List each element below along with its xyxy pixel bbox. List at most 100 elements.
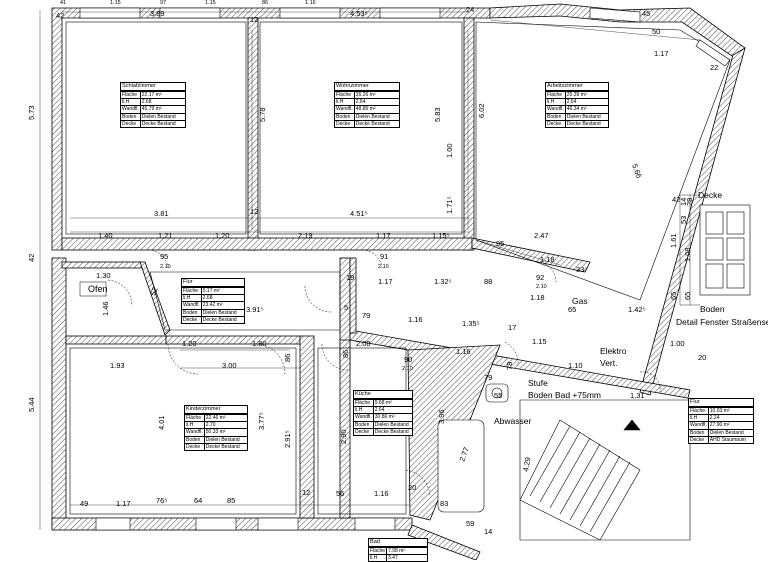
dim-76: 76⁵: [156, 496, 167, 505]
dim-193: 1.93: [110, 361, 125, 370]
row-val: 25.39 m²: [565, 90, 608, 99]
dim-49: 49: [80, 499, 88, 508]
row-key: Wandfl.: [121, 105, 141, 114]
row-key: Wandfl.: [689, 421, 709, 430]
dim-131: 1.31: [630, 391, 645, 400]
row-key: Fläche: [182, 286, 202, 295]
row-val: 2.70: [204, 421, 247, 429]
dim-602: 6.02: [477, 103, 486, 118]
row-val: 22.17 m²: [140, 90, 185, 99]
row-key: Decke: [689, 436, 709, 444]
dim-41: 41: [60, 0, 66, 6]
dim-389: 3.89: [150, 9, 165, 18]
row-val: 2.68: [140, 98, 185, 106]
dim-544: 5.44: [27, 397, 36, 412]
dim-115a: 1.15: [110, 0, 121, 6]
dim-116b: 1.16: [408, 315, 423, 324]
row-val: Dielen Bestand: [708, 428, 753, 437]
gas-label: Gas: [572, 296, 588, 306]
row-val: 45.79 m²: [140, 105, 185, 114]
row-val: Dielen Bestand: [140, 112, 185, 121]
row-key: Fläche: [121, 90, 141, 99]
dim-118b: 1.18: [530, 293, 545, 302]
dim-b116: 1.16: [374, 489, 389, 498]
plan-labels: Ofen Gas Elektro Vert. Stufe Boden Bad +…: [79, 190, 768, 426]
row-key: li.H: [354, 406, 374, 414]
dim-86b: 86: [341, 350, 350, 358]
dim-100b: 1.00: [670, 339, 685, 348]
dim-24: 24: [466, 5, 474, 14]
dim-300: 3.00: [222, 361, 237, 370]
dim-115d: 1.15: [532, 337, 547, 346]
dim-w42: 42: [672, 195, 680, 204]
row-val: Dielen Bestand: [204, 435, 247, 444]
row-key: li.H: [185, 421, 205, 429]
dim-208: 2.08: [356, 339, 371, 348]
dim-146: 1.46: [101, 301, 110, 316]
room-name: Flur: [182, 279, 244, 287]
dim-12b: 12: [250, 207, 258, 216]
row-key: Wandfl.: [185, 428, 205, 437]
stufe-label: Stufe: [528, 378, 548, 388]
elektro-label: Elektro: [600, 346, 627, 356]
dim-210b: 2.10: [378, 264, 389, 270]
dim-140: 1.40: [98, 231, 113, 240]
staircase: [519, 419, 641, 541]
dim-219: 2.19: [298, 231, 313, 240]
room-name: Flur: [689, 399, 753, 407]
dim-117: 1.17: [654, 49, 669, 58]
dim-w161: 1.61: [669, 233, 678, 248]
row-key: li.H: [546, 98, 566, 106]
dim-377: 3.77⁵: [257, 412, 266, 430]
row-key: li.H: [182, 294, 202, 302]
row-val: Decke Bestand: [201, 316, 244, 324]
row-val: 2.64: [354, 98, 399, 106]
row-key: Decke: [185, 443, 205, 451]
detail-caption: Detail Fenster Straßenseite: [676, 317, 768, 327]
windows: [79, 7, 731, 531]
row-key: li.H: [121, 98, 141, 106]
row-key: Wandfl.: [182, 301, 202, 310]
dim-14: 14: [484, 527, 492, 536]
row-val: 27.90 m²: [708, 421, 753, 430]
dim-64: 64: [194, 496, 202, 505]
dim-142: 1.42⁵: [628, 305, 646, 314]
dim-381: 3.81: [154, 209, 169, 218]
row-val: 23.42 m²: [201, 301, 244, 310]
dim-132: 1.32⁵: [434, 277, 452, 286]
dim-120: 1.20: [215, 231, 230, 240]
row-key: Boden: [546, 112, 566, 121]
room-name: Schlafzimmer: [121, 83, 185, 91]
dim-290: 2.90: [339, 429, 348, 444]
row-val: 2.24: [708, 414, 753, 422]
dim-583: 5.83: [433, 107, 442, 122]
row-key: Wandfl.: [354, 413, 374, 422]
row-val: Decke Bestand: [140, 120, 185, 128]
dim-k116: 1.16: [456, 347, 471, 356]
row-val: Dielen Bestand: [565, 112, 608, 121]
room-name: Bad: [369, 539, 427, 547]
dim-429: 4.29: [521, 456, 532, 472]
dim-453: 4.53⁵: [350, 9, 368, 18]
dim-w53: 53: [679, 216, 688, 224]
dim-k79: 79: [484, 373, 492, 382]
row-val: 7.98 m²: [386, 546, 427, 555]
ofen-label: Ofen: [88, 284, 108, 294]
row-key: Decke: [546, 120, 566, 128]
dim-118a: 1.18: [540, 255, 555, 264]
dim-17: 17: [508, 323, 516, 332]
abwasser-label: Abwasser: [494, 416, 531, 426]
row-val: Dielen Bestand: [373, 420, 412, 429]
row-val: 2.64: [565, 98, 608, 106]
dim-42: 42: [56, 11, 64, 20]
dim-180: 1.80: [252, 339, 267, 348]
room-name: Wohnzimmer: [335, 83, 399, 91]
row-val: 50.33 m²: [204, 428, 247, 437]
dim-19: 19: [346, 273, 354, 282]
dim-247: 2.47: [534, 231, 549, 240]
